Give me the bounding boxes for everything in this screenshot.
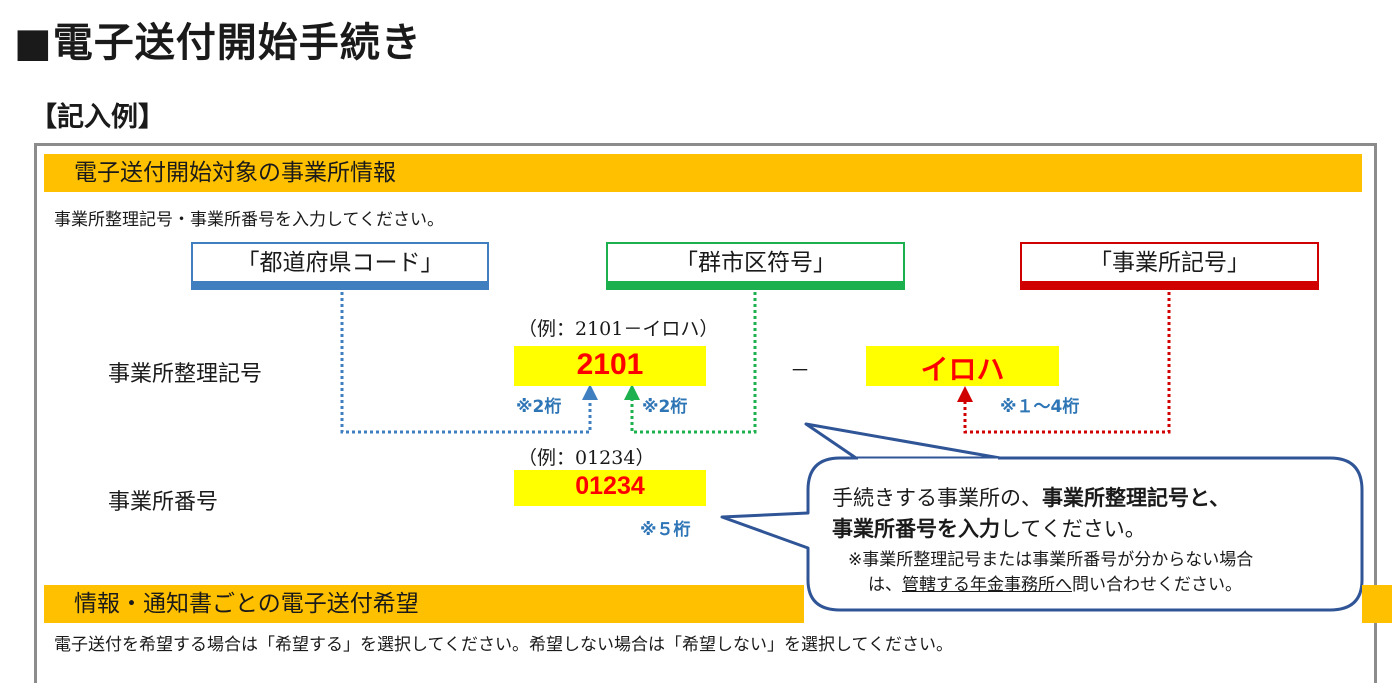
office-info-instruction: 事業所整理記号・事業所番号を入力してください。 (54, 210, 444, 230)
office-symbol-field[interactable]: イロハ (866, 346, 1059, 386)
office-number-example: （例：01234） (518, 447, 655, 469)
callout-note-line-2: は、管轄する年金事務所へ問い合わせください。 (868, 570, 1242, 595)
prefecture-connector (340, 292, 592, 434)
city-code-box: 「群市区符号」 (606, 242, 905, 290)
square-bullet-icon: ■ (14, 20, 53, 66)
sample-label: 【記入例】 (30, 102, 165, 133)
prefecture-code-box: 「都道府県コード」 (191, 242, 489, 290)
reference-symbol-example: （例：2101－イロハ） (518, 318, 719, 340)
city-digit-note: ※2桁 (642, 397, 688, 417)
office-symbol-connector (963, 292, 1171, 434)
callout-line-1: 手続きする事業所の、事業所整理記号と、 (832, 482, 1230, 512)
symbol-separator: － (790, 358, 810, 382)
callout-line-1-normal: 手続きする事業所の、 (832, 487, 1042, 510)
section-header-office-info: 電子送付開始対象の事業所情報 (44, 154, 1362, 192)
office-number-field[interactable]: 01234 (514, 470, 706, 506)
callout-line-2-bold: 事業所番号を入力 (832, 518, 1000, 541)
office-symbol-digit-note: ※１～4桁 (1000, 397, 1080, 417)
callout-note-suffix: 問い合わせください。 (1072, 575, 1242, 594)
delivery-preference-instruction: 電子送付を希望する場合は「希望する」を選択してください。希望しない場合は「希望し… (54, 635, 953, 655)
section-header-delivery-preference-tail (1362, 585, 1392, 623)
city-arrow-icon (624, 384, 640, 400)
prefecture-arrow-icon (582, 384, 598, 400)
office-number-label: 事業所番号 (108, 490, 219, 515)
section-header-delivery-preference: 情報・通知書ごとの電子送付希望 (44, 585, 804, 623)
page-title-text: 電子送付開始手続き (52, 20, 422, 66)
reference-code-field[interactable]: 2101 (514, 346, 706, 386)
office-symbol-arrow-icon (957, 386, 973, 402)
callout-note-prefix: は、 (868, 575, 902, 594)
office-symbol-value: イロハ (920, 354, 1005, 385)
page-title: ■電子送付開始手続き (14, 10, 422, 68)
callout-line-1-bold: 事業所整理記号と、 (1042, 487, 1231, 510)
office-number-value: 01234 (575, 472, 645, 500)
form-frame (34, 143, 1377, 683)
callout-line-2-normal: してください。 (1000, 518, 1146, 541)
office-number-digit-note: ※５桁 (640, 520, 691, 540)
reference-symbol-label: 事業所整理記号 (108, 362, 263, 387)
reference-code-value: 2101 (576, 348, 644, 381)
callout-bubble (720, 422, 1364, 612)
pension-office-link[interactable]: 管轄する年金事務所へ (902, 575, 1072, 594)
prefecture-digit-note: ※2桁 (516, 397, 562, 417)
office-symbol-box: 「事業所記号」 (1020, 242, 1319, 290)
callout-line-2: 事業所番号を入力してください。 (832, 513, 1146, 543)
connector-lines (340, 292, 1364, 612)
callout-note-line-1: ※事業所整理記号または事業所番号が分からない場合 (848, 550, 1254, 569)
